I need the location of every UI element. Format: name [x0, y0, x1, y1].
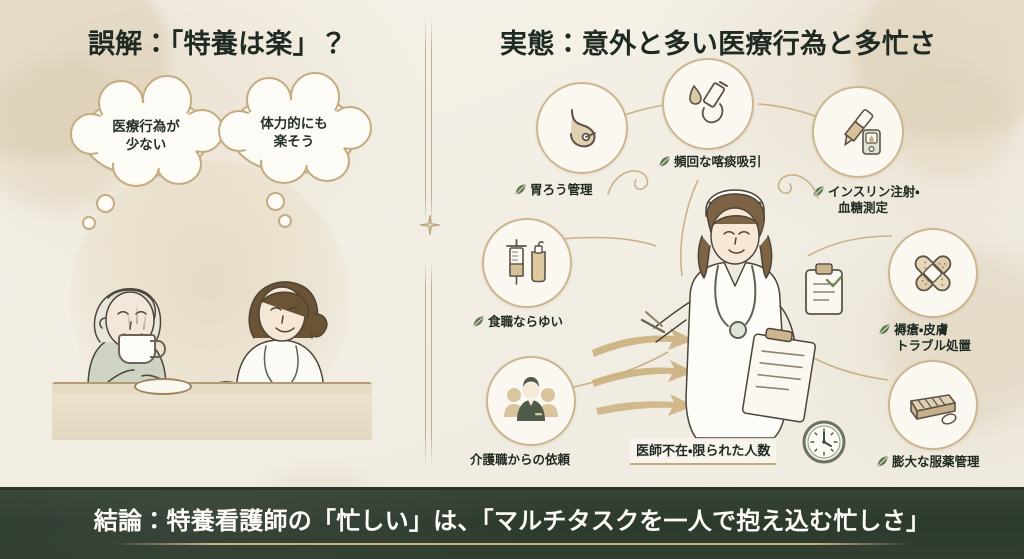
divider-line: [431, 16, 432, 468]
tea-cup-handle: [150, 340, 166, 358]
conclusion-banner: 結論：特養看護師の「忙しい」は、「マルチタスクを一人で抱え込む忙しさ」: [0, 487, 1024, 559]
syringe-bottle-icon: [506, 239, 546, 285]
insulin-pen-glucometer-icon: [843, 109, 881, 155]
leaf-icon: [659, 156, 670, 167]
wall-clock-icon: [802, 420, 846, 464]
node-skin-label-line1: 褥瘡・皮膚: [894, 323, 949, 337]
node-care-staff-icon-circle[interactable]: [486, 356, 576, 446]
node-suction-label-text: 頻回な喀痰吸引: [674, 155, 762, 169]
thought-bubble-2: 体力的にも 楽そう: [218, 72, 372, 184]
center-divider: [418, 16, 442, 468]
table-top: [52, 382, 372, 394]
divider-line: [425, 16, 426, 468]
node-skin-icon-circle[interactable]: [888, 228, 978, 318]
node-insulin-label-line1: インスリン注射・: [828, 185, 920, 199]
node-gastrostomy-icon-circle[interactable]: [536, 82, 628, 174]
thought-bubble-tail-dot: [82, 216, 96, 230]
leaf-icon: [879, 324, 890, 335]
bandage-icon: [914, 255, 952, 292]
decorative-swirl: [777, 174, 819, 199]
banner-top-edge: [0, 487, 1024, 490]
highlight-box-label: 医師不在・限られた人数: [630, 438, 777, 465]
bubble-1-line1: 医療行為が: [112, 119, 180, 135]
node-tube-feeding-icon-circle[interactable]: [482, 218, 572, 308]
node-care-staff-label-text: 介護職からの依頼: [470, 453, 571, 467]
thought-bubble-2-text: 体力的にも 楽そう: [252, 115, 336, 151]
right-panel-title: 実態：意外と多い医療行為と多忙さ: [500, 29, 937, 59]
node-medication-label-text: 膨大な服薬管理: [892, 455, 980, 469]
node-suction-label: 頻回な喀痰吸引: [658, 154, 762, 170]
node-care-staff-label: 介護職からの依頼: [470, 452, 570, 468]
table-front: [52, 392, 372, 440]
busy-nurse-illustration: [640, 189, 817, 439]
node-tube-feeding-label: 食職ならゆい: [472, 314, 563, 330]
saucer: [134, 378, 192, 395]
thought-bubble-1: 医療行為が 少ない: [70, 75, 224, 187]
flow-arrows: [592, 328, 694, 416]
care-staff-group-icon: [504, 377, 558, 421]
thought-bubble-1-text: 医療行為が 少ない: [104, 118, 188, 154]
node-skin-label-line2: トラブル処置: [896, 339, 972, 354]
node-insulin-label-line2: 血糖測定: [838, 201, 889, 216]
bubble-1-line2: 少ない: [125, 137, 167, 152]
node-skin-label: 褥瘡・皮膚 トラブル処置: [878, 322, 971, 355]
suction-catheter-icon: [689, 81, 728, 124]
thought-bubble-tail-dot: [96, 194, 115, 213]
node-tube-feeding-label-text: 食職ならゆい: [488, 315, 564, 329]
pill-organizer-icon: [910, 394, 957, 425]
node-insulin-icon-circle[interactable]: [812, 86, 904, 178]
record-clipboard-icon: [805, 263, 844, 315]
left-illustration-scene: 医療行為が 少ない 体力的にも 楽そう: [30, 72, 390, 465]
node-medication-label: 膨大な服薬管理: [876, 454, 980, 470]
stomach-icon: [570, 109, 596, 148]
right-diagram-scene: 胃ろう管理 頻回な喀痰吸引: [440, 58, 1024, 475]
node-medication-icon-circle[interactable]: [888, 360, 978, 450]
bubble-2-line1: 体力的にも: [260, 116, 328, 132]
thought-bubble-tail-dot: [266, 192, 285, 211]
banner-underline-rule: [112, 543, 912, 545]
node-gastrostomy-label: 胃ろう管理: [514, 182, 593, 198]
bubble-2-line2: 楽そう: [273, 134, 315, 149]
leaf-icon: [473, 316, 484, 327]
conclusion-banner-text: 結論：特養看護師の「忙しい」は、「マルチタスクを一人で抱え込む忙しさ」: [93, 508, 931, 535]
sparkle-star-icon: [420, 214, 440, 235]
node-suction-icon-circle[interactable]: [662, 58, 754, 150]
left-panel-title: 誤解：「特養は楽」？: [88, 29, 348, 59]
thought-bubble-tail-dot: [278, 214, 292, 228]
steam-wisp: [136, 304, 138, 324]
leaf-icon: [877, 456, 888, 467]
leaf-icon: [515, 184, 526, 195]
decorative-swirl: [607, 170, 649, 195]
node-gastrostomy-label-text: 胃ろう管理: [530, 183, 593, 197]
